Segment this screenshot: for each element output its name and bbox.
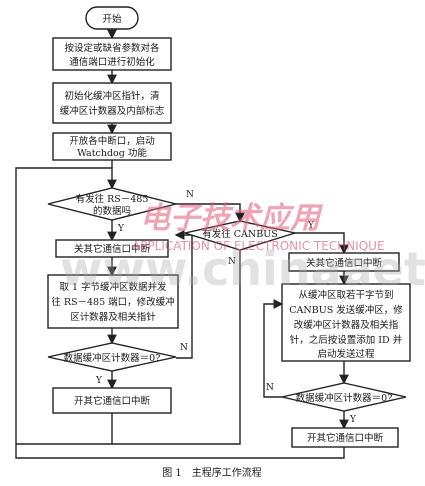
count-left-no-label: N [180, 343, 188, 353]
figure-caption: 图 1 主程序工作流程 [162, 466, 262, 479]
start-label: 开始 [102, 13, 122, 25]
rs485-yes-label: Y [117, 224, 125, 234]
watermark-subtitle: APPLICATION OF ELECTRONIC TECHNIQUE [132, 239, 385, 253]
canbus-send-line-4: 针，之后按设置添加 ID 并 [290, 334, 403, 346]
enable-interrupts-line-2: Watchdog 功能 [77, 147, 147, 159]
open-interrupts-right-label: 开其它通信口中断 [307, 432, 384, 444]
init-buffer-line-1: 初始化缓冲区指针，清 [64, 90, 160, 102]
start-terminal [85, 6, 139, 30]
count-left-yes-label: Y [95, 376, 103, 386]
open-interrupts-right-box [291, 427, 399, 448]
close-interrupts-left-label: 关其它通信口中断 [74, 243, 151, 255]
buffer-count-right-label: 数据缓冲区计数器＝0? [296, 392, 393, 404]
enable-interrupts-line-1: 开放各中断口，启动 [69, 135, 155, 147]
canbus-send-box [281, 283, 411, 362]
buffer-count-right-decision [281, 382, 407, 412]
canbus-send-line-3: 改缓冲区计数器及相关指 [294, 319, 399, 331]
init-ports-line-2: 通信端口进行初始化 [69, 56, 155, 68]
buffer-count-left-label: 数据缓冲区计数器＝0? [64, 352, 161, 364]
close-interrupts-right-label: 关其它通信口中断 [306, 257, 383, 269]
rs485-no-label: N [186, 190, 194, 200]
count-right-yes-label: Y [349, 415, 357, 425]
canbus-send-line-2: CANBUS 发送缓冲区，修 [289, 304, 403, 316]
count-right-no-label: N [266, 383, 274, 393]
watermark: 电子技术应用 APPLICATION OF ELECTRONIC TECHNIQ… [60, 201, 425, 296]
init-ports-box [52, 37, 172, 71]
rs485-send-box [47, 274, 179, 329]
canbus-no-label: N [228, 257, 236, 267]
open-interrupts-left-label: 开其它通信口中断 [74, 395, 151, 407]
canbus-decision-label: 有发往 CANBUS [202, 228, 277, 240]
connector-lines [15, 29, 349, 459]
init-ports-line-1: 按设定或缺省参数对各 [64, 42, 160, 54]
canbus-send-line-1: 从缓冲区取若干字节到 [298, 289, 393, 301]
init-buffer-line-2: 缓冲区计数器及内部标志 [60, 105, 165, 117]
watermark-url: www.chinaaet.com [60, 242, 425, 296]
rs485-decision-line-2: 的数据吗 [93, 205, 131, 217]
rs485-decision [47, 187, 177, 221]
close-interrupts-right-box [288, 252, 400, 272]
close-interrupts-left-box [55, 239, 169, 258]
watermark-logo: 电子技术应用 [140, 201, 324, 236]
rs485-send-line-1: 取 1 字节缓冲区数据并发 [59, 281, 167, 293]
rs485-send-line-3: 区计数器及相关指针 [70, 311, 156, 323]
canbus-decision [182, 220, 298, 251]
rs485-decision-line-1: 有发往 RS－485 [76, 193, 149, 205]
enable-interrupts-box [52, 132, 172, 161]
buffer-count-left-decision [47, 342, 177, 372]
canbus-yes-label: Y [307, 221, 315, 231]
init-buffer-box [52, 82, 172, 124]
open-interrupts-left-box [52, 387, 172, 414]
canbus-send-line-5: 启动发送过程 [317, 348, 375, 360]
rs485-send-line-2: 往 RS－485 端口，修改缓冲 [51, 296, 174, 308]
